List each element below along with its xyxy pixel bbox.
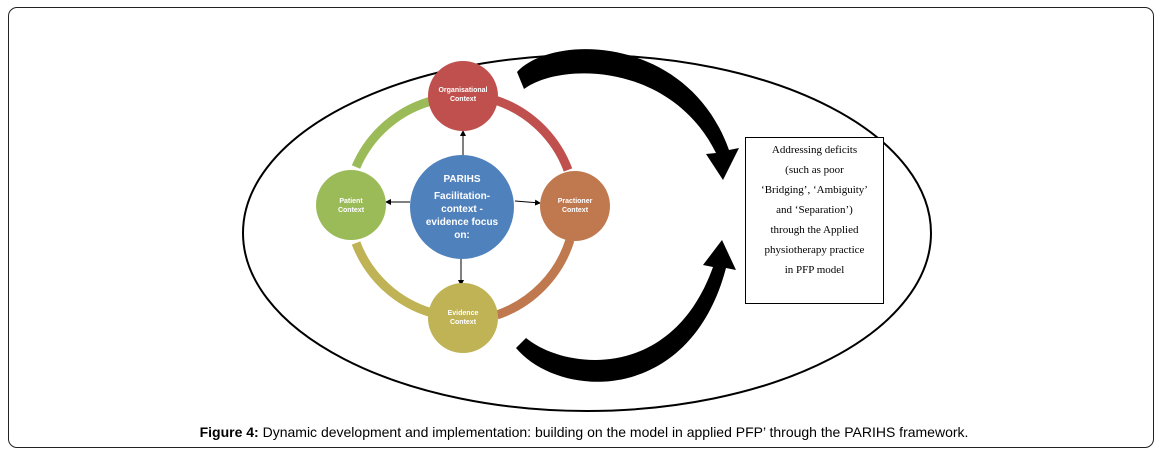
caption-label: Figure 4: <box>199 424 259 440</box>
lower-curved-arrow <box>516 240 736 382</box>
organisational-label-line1: Organisational <box>438 87 487 94</box>
organisational-context-node <box>428 61 498 131</box>
ring-segment-green <box>351 95 437 169</box>
practioner-label-line2: Context <box>562 207 589 214</box>
ring-segment-orange <box>495 238 575 320</box>
arrow-to-practioner <box>514 199 541 206</box>
caption-text: Dynamic development and implementation: … <box>258 424 969 440</box>
deficit-line: and ‘Separation’) <box>776 204 853 216</box>
ring-segment-red <box>493 95 573 172</box>
ring-segment-olive <box>351 241 434 318</box>
deficit-line: ‘Bridging’, ‘Ambiguity’ <box>761 184 868 196</box>
center-label-line2: Facilitation- <box>434 191 490 202</box>
upper-curved-arrow <box>517 49 739 181</box>
evidence-label-line2: Context <box>450 319 477 326</box>
center-label-line4: evidence focus <box>426 217 499 228</box>
evidence-label-line1: Evidence <box>448 310 479 317</box>
patient-label-line2: Context <box>338 207 365 214</box>
parihs-center-node <box>410 155 514 259</box>
center-label-line3: context - <box>441 204 483 215</box>
center-label-line1: PARIHS <box>443 174 480 185</box>
deficit-line: in PFP model <box>784 264 845 276</box>
figure-frame <box>8 7 1154 448</box>
practioner-context-node <box>540 171 610 241</box>
deficit-line: (such as poor <box>785 164 844 176</box>
organisational-label-line2: Context <box>450 96 477 103</box>
deficit-text-box: Addressing deficits (such as poor ‘Bridg… <box>745 137 884 304</box>
deficit-line: physiotherapy practice <box>764 244 865 256</box>
practioner-label-line1: Practioner <box>558 198 593 205</box>
center-label-line5: on: <box>454 230 470 241</box>
patient-context-node <box>316 170 386 240</box>
evidence-context-node <box>428 283 498 353</box>
patient-label-line1: Patient <box>339 198 363 205</box>
deficit-line: through the Applied <box>770 224 859 236</box>
deficit-line: Addressing deficits <box>771 144 858 156</box>
figure-caption: Figure 4: Dynamic development and implem… <box>0 424 1168 440</box>
